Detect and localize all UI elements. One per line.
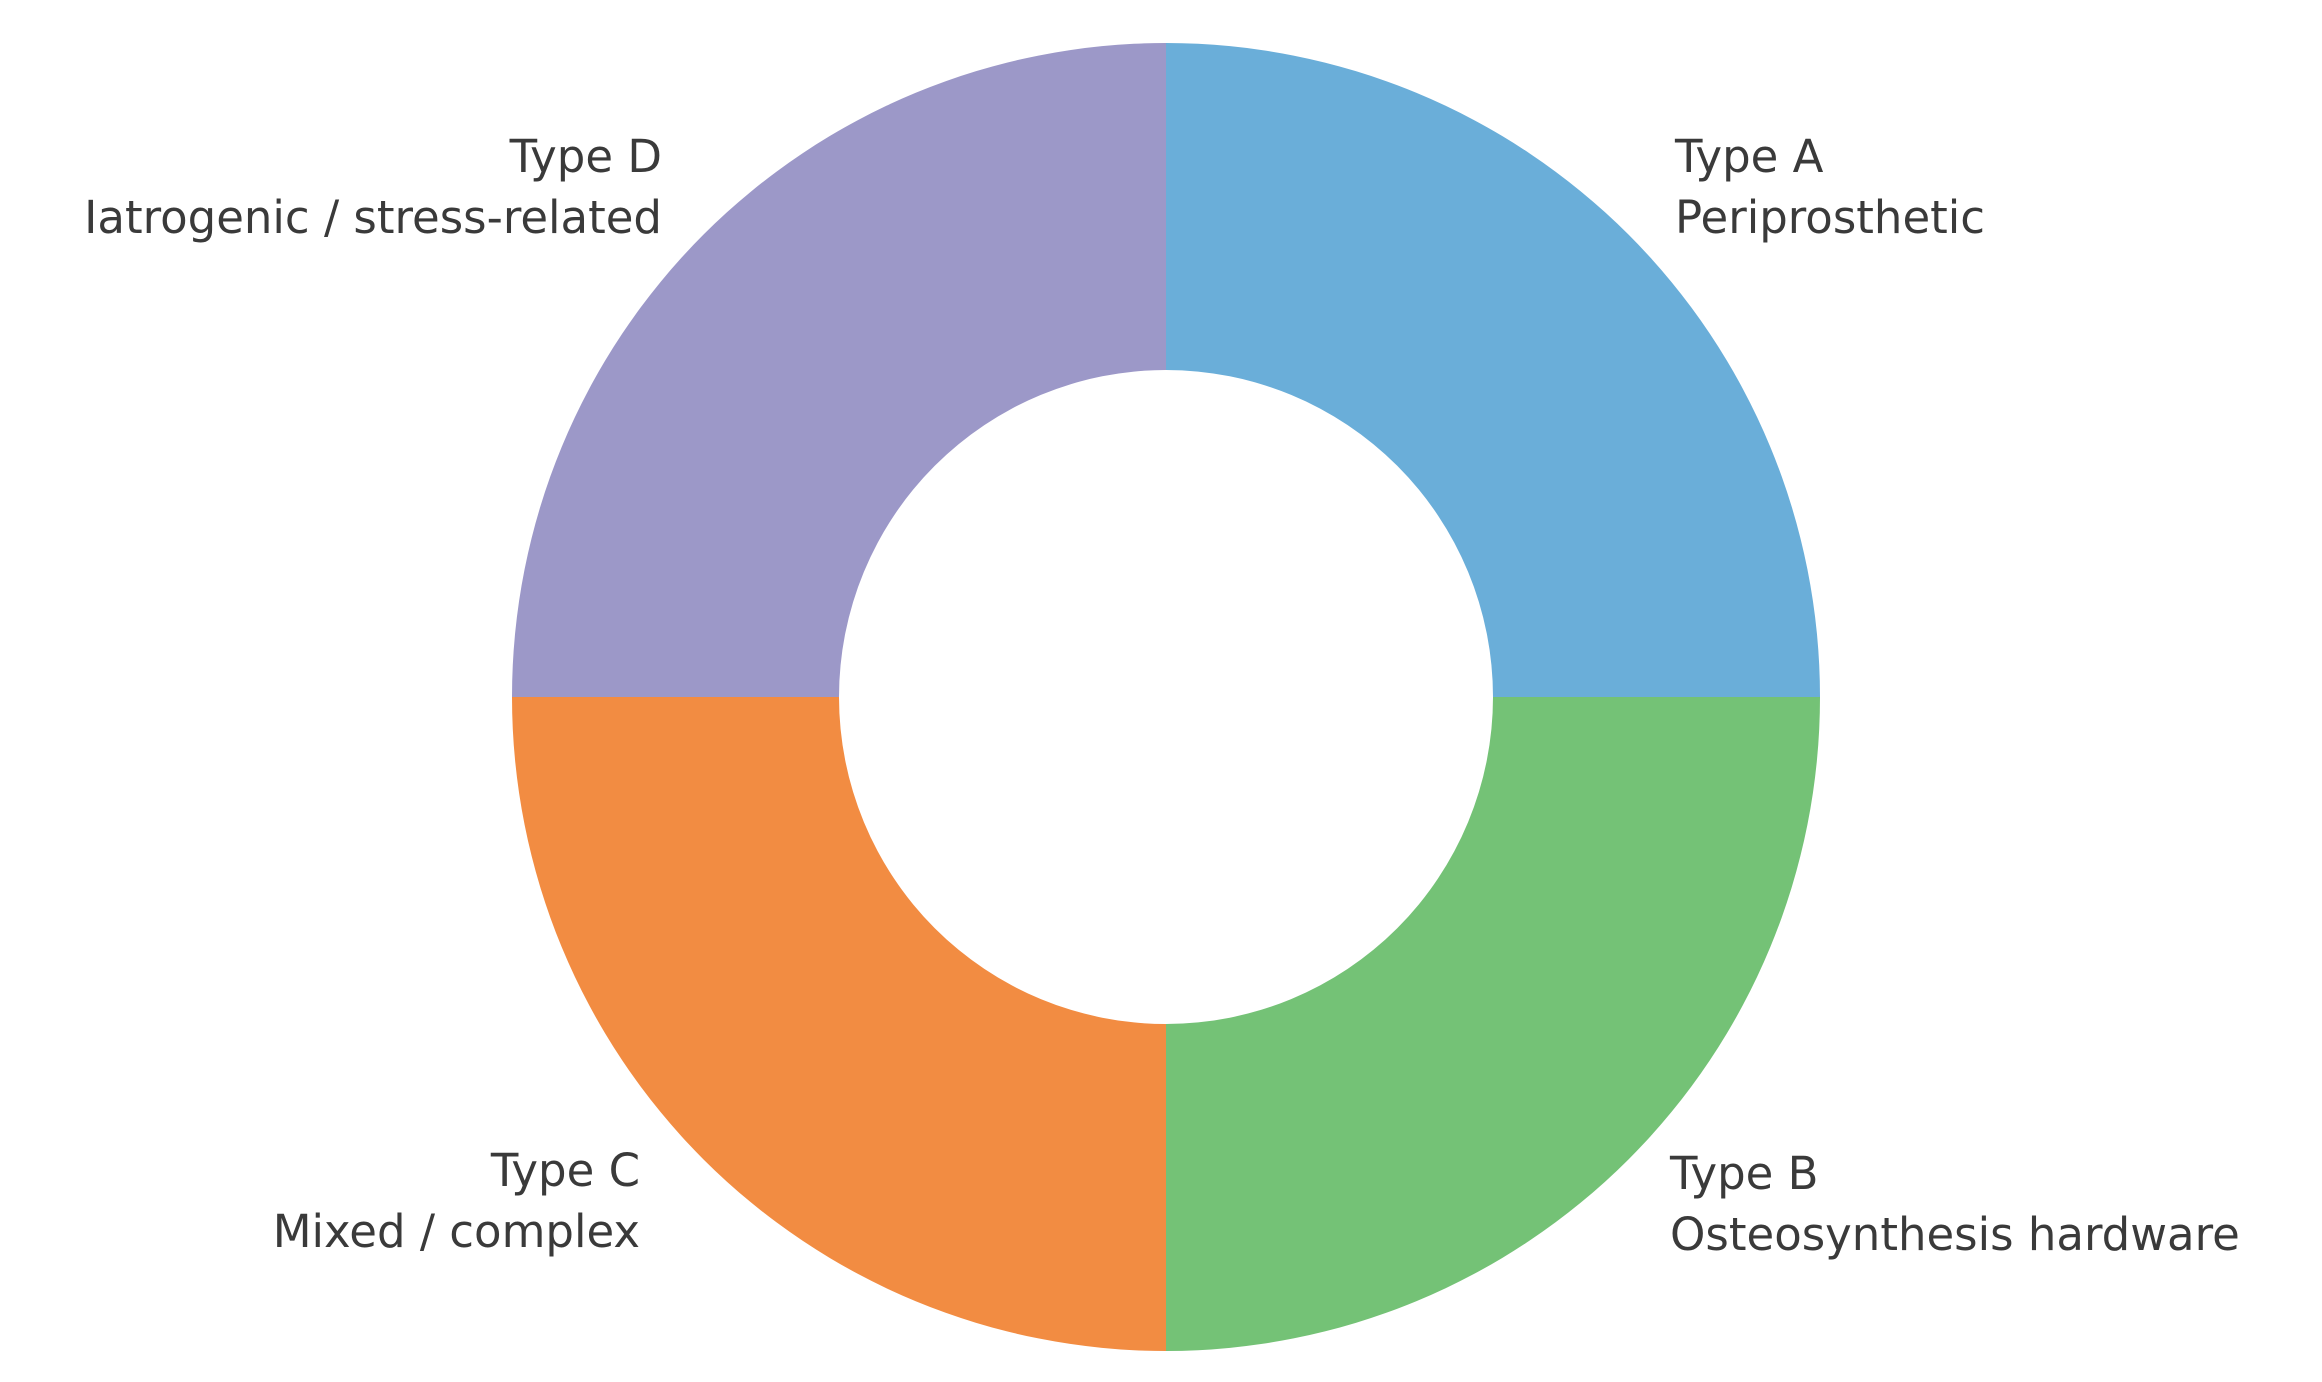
slice-label-type-a: Type A Periprosthetic (1675, 126, 1985, 248)
slice-label-subtitle: Osteosynthesis hardware (1670, 1208, 2240, 1261)
donut-slice-type-a (1166, 43, 1820, 697)
slice-label-type-d: Type D Iatrogenic / stress-related (84, 126, 662, 248)
donut-slice-type-b (1166, 697, 1820, 1351)
slice-label-title: Type B (1670, 1147, 1819, 1200)
slice-label-title: Type C (490, 1144, 640, 1197)
slice-label-type-c: Type C Mixed / complex (273, 1140, 640, 1262)
slice-label-subtitle: Periprosthetic (1675, 191, 1986, 244)
slice-label-subtitle: Iatrogenic / stress-related (84, 191, 662, 244)
slice-label-subtitle: Mixed / complex (272, 1205, 640, 1258)
donut-slice-type-d (512, 43, 1166, 697)
donut-slice-type-c (512, 697, 1166, 1351)
slice-label-title: Type D (509, 130, 662, 183)
slice-label-title: Type A (1675, 130, 1824, 183)
slice-label-type-b: Type B Osteosynthesis hardware (1670, 1143, 2240, 1265)
